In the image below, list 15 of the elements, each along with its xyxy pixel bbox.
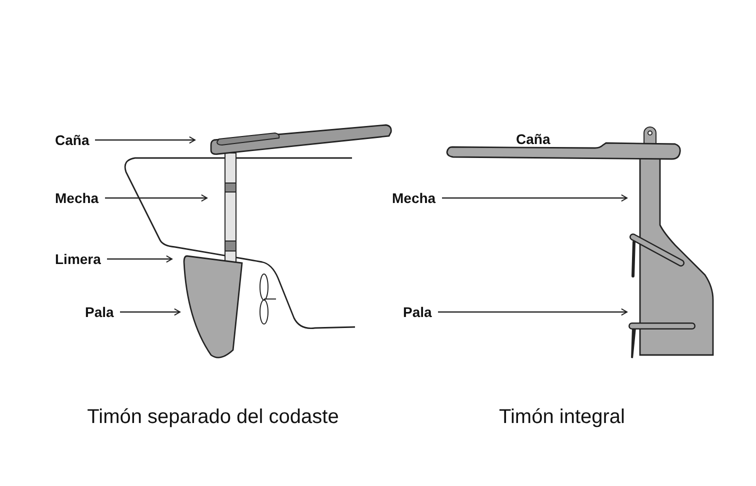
leader-line [120, 308, 181, 316]
figure-caption: Timón integral [499, 406, 625, 429]
part-label: Limera [55, 251, 101, 267]
figure-caption: Timón separado del codaste [87, 406, 339, 429]
leader-line [105, 194, 208, 202]
leader-line [438, 308, 628, 316]
part-label: Caña [516, 131, 550, 147]
part-label: Caña [55, 132, 90, 148]
leader-line [95, 136, 196, 144]
part-label: Mecha [55, 190, 99, 206]
leader-line [107, 255, 173, 263]
part-label: Mecha [392, 190, 436, 206]
leader-line [442, 194, 628, 202]
part-label: Pala [85, 304, 114, 320]
part-label: Pala [403, 304, 432, 320]
